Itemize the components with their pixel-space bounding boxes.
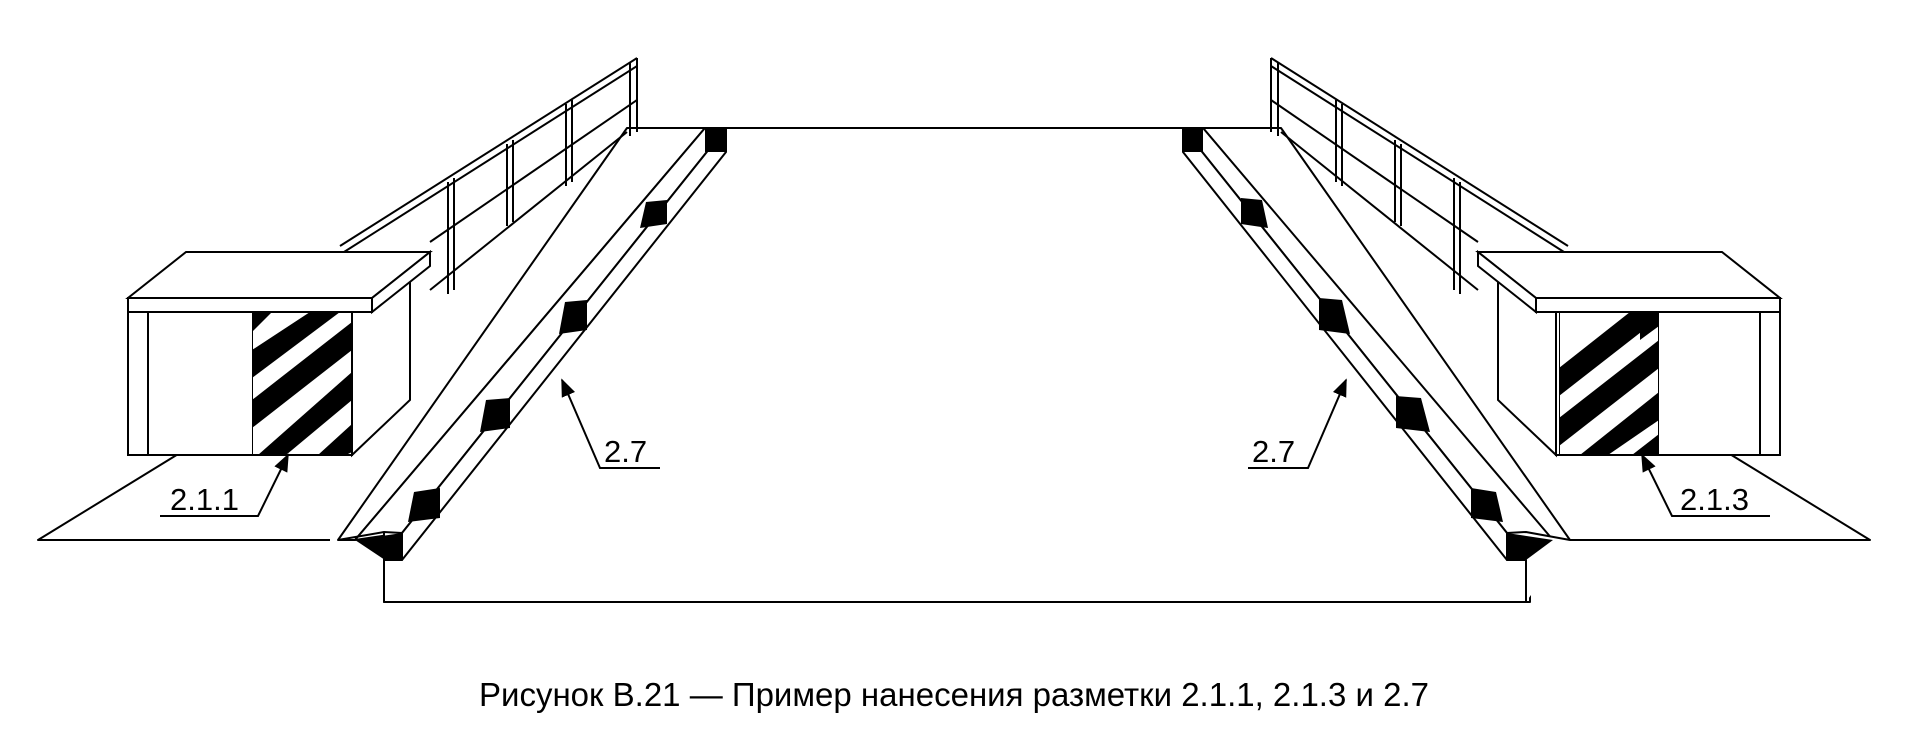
right-hazard-stripes — [1559, 312, 1659, 455]
callout-label-2-7-left: 2.7 — [604, 434, 647, 469]
callout-leader-left-curb — [561, 378, 660, 469]
right-ground-plane — [1568, 447, 1871, 541]
callout-label-2-1-3: 2.1.3 — [1680, 482, 1749, 517]
callout-leader-right-abutment — [1641, 453, 1770, 517]
left-hazard-stripes — [252, 312, 352, 455]
callout-label-2-7-right: 2.7 — [1252, 434, 1295, 469]
right-railing — [1270, 57, 1569, 294]
callout-leader-right-curb — [1248, 378, 1347, 469]
left-ground-plane — [37, 447, 330, 541]
callout-leader-left-abutment — [160, 453, 289, 517]
left-curb-stripes — [355, 128, 726, 560]
right-curb-stripes — [1183, 128, 1553, 560]
left-railing — [339, 57, 638, 294]
figure-caption: Рисунок В.21 — Пример нанесения разметки… — [479, 676, 1429, 713]
callout-label-2-1-1: 2.1.1 — [170, 482, 239, 517]
